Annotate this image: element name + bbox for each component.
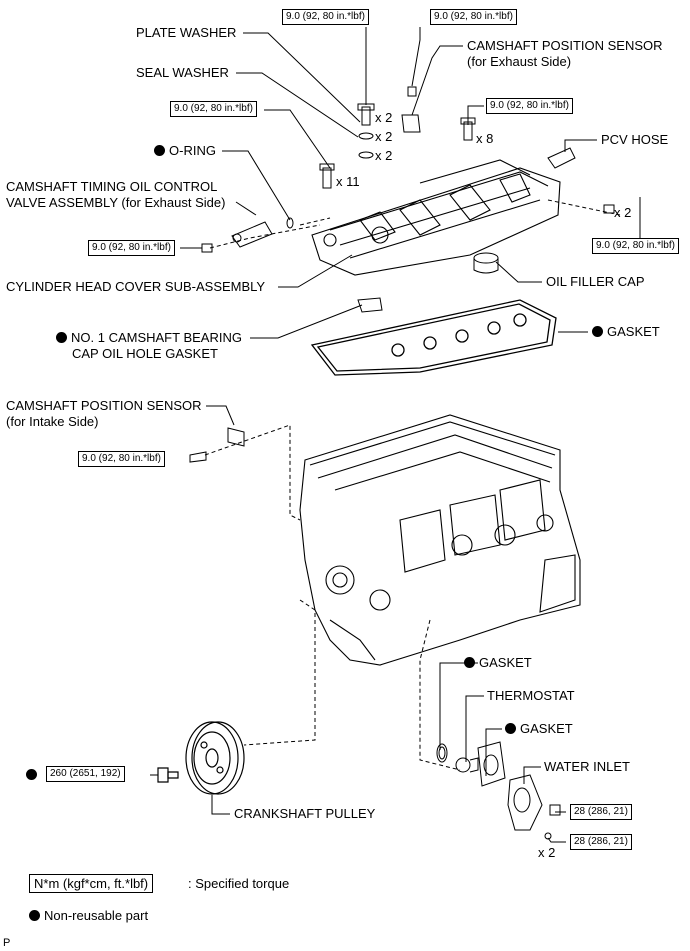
label-cam-sensor-ex-line2: (for Exhaust Side) xyxy=(467,54,572,69)
crank-pulley-drawing xyxy=(157,721,245,795)
label-seal-washer: SEAL WASHER xyxy=(136,65,229,80)
leader-water-inlet-nuts xyxy=(547,837,566,843)
label-o-ring-text: O-RING xyxy=(169,143,216,158)
cam-sensor-in-drawing xyxy=(189,427,245,463)
legend-torque-unit: N*m (kgf*cm, ft.*lbf) xyxy=(29,874,154,893)
count-cover-nuts: x 2 xyxy=(614,205,632,220)
cover-gasket-drawing xyxy=(310,299,557,376)
label-gasket-top-text: GASKET xyxy=(479,655,532,670)
cylinder-head-cover xyxy=(311,159,561,276)
leader-gasket-top xyxy=(439,662,478,750)
label-bearing-gasket-text: NO. 1 CAMSHAFT BEARING xyxy=(71,330,242,345)
label-bearing-gasket-line1: NO. 1 CAMSHAFT BEARING xyxy=(56,330,242,346)
label-pcv-hose: PCV HOSE xyxy=(601,132,669,147)
leader-x8-torque xyxy=(467,105,484,125)
torque-water-inlet-nuts: 28 (286, 21) xyxy=(570,834,632,850)
pcv-hose-drawing xyxy=(547,147,576,169)
torque-ocv-bolt: 9.0 (92, 80 in.*lbf) xyxy=(88,240,175,256)
o-ring-drawing xyxy=(286,217,294,229)
label-gasket-thermo: GASKET xyxy=(505,721,573,737)
label-gasket-thermo-text: GASKET xyxy=(520,721,573,736)
legend-torque-desc: : Specified torque xyxy=(188,876,290,891)
leader-ocv xyxy=(235,201,257,216)
leader-gasket-thermo xyxy=(485,728,502,776)
leader-cam-sensor-ex-torque xyxy=(411,27,421,87)
label-cam-sensor-ex-line1: CAMSHAFT POSITION SENSOR xyxy=(467,38,663,53)
label-ocv-line1: CAMSHAFT TIMING OIL CONTROL xyxy=(6,179,218,194)
leader-cam-sensor-in xyxy=(206,405,235,426)
label-cylinder-head-cover: CYLINDER HEAD COVER SUB-ASSEMBLY xyxy=(6,279,266,294)
non-reusable-dot-icon xyxy=(505,723,516,734)
torque-crank-pulley-bolt: 260 (2651, 192) xyxy=(46,766,125,782)
label-gasket-cover-text: GASKET xyxy=(607,324,660,339)
non-reusable-dot-icon xyxy=(154,145,165,156)
count-cover-bolts-11: x 11 xyxy=(336,174,360,189)
legend-non-reusable: Non-reusable part xyxy=(29,908,148,924)
leader-crank-pulley xyxy=(211,795,230,815)
label-ocv-line2: VALVE ASSEMBLY (for Exhaust Side) xyxy=(6,195,226,210)
torque-cover-bolts-x11: 9.0 (92, 80 in.*lbf) xyxy=(170,101,257,117)
thermostat-group-drawing xyxy=(436,741,561,840)
torque-cover-bolts-x8: 9.0 (92, 80 in.*lbf) xyxy=(486,98,573,114)
leader-thermostat xyxy=(465,695,484,762)
label-water-inlet: WATER INLET xyxy=(544,759,630,774)
leader-water-inlet xyxy=(523,766,541,784)
label-bearing-gasket-line2: CAP OIL HOLE GASKET xyxy=(72,346,218,361)
count-plate-washer: x 2 xyxy=(375,110,393,125)
count-seal-washer-a: x 2 xyxy=(375,129,393,144)
leader-pcv xyxy=(564,139,597,152)
bearing-cap-gasket-drawing xyxy=(357,297,383,313)
torque-water-inlet-bolt: 28 (286, 21) xyxy=(570,804,632,820)
torque-cover-nuts: 9.0 (92, 80 in.*lbf) xyxy=(592,238,679,254)
non-reusable-dot-icon xyxy=(592,326,603,337)
bolts-top xyxy=(201,86,615,253)
count-water-inlet-nuts: x 2 xyxy=(538,845,556,860)
non-reusable-dot-icon xyxy=(29,910,40,921)
leader-bearing-gasket xyxy=(250,304,363,339)
leader-head-cover xyxy=(278,254,353,288)
non-reusable-dot-icon xyxy=(464,657,475,668)
label-cam-sensor-in-line2: (for Intake Side) xyxy=(6,414,99,429)
non-reusable-dot-icon xyxy=(26,769,37,780)
torque-cam-sensor-ex: 9.0 (92, 80 in.*lbf) xyxy=(430,9,517,25)
label-oil-filler-cap: OIL FILLER CAP xyxy=(546,274,645,289)
leader-cam-sensor-ex xyxy=(411,45,463,116)
label-cam-sensor-in-line1: CAMSHAFT POSITION SENSOR xyxy=(6,398,202,413)
label-gasket-cover: GASKET xyxy=(592,324,660,340)
torque-plate-washer-bolt: 9.0 (92, 80 in.*lbf) xyxy=(282,9,369,25)
label-thermostat: THERMOSTAT xyxy=(487,688,575,703)
count-seal-washer-b: x 2 xyxy=(375,148,393,163)
leader-x11-torque xyxy=(264,109,331,169)
oil-filler-cap-drawing xyxy=(473,252,499,274)
leader-plate-washer xyxy=(243,32,361,123)
non-reusable-dot-icon xyxy=(56,332,67,343)
torque-cam-sensor-in: 9.0 (92, 80 in.*lbf) xyxy=(78,451,165,467)
count-cover-bolts-8: x 8 xyxy=(476,131,494,146)
leader-oil-filler xyxy=(495,261,542,283)
label-plate-washer: PLATE WASHER xyxy=(136,25,237,40)
label-gasket-top: GASKET xyxy=(464,655,532,671)
label-crankshaft-pulley: CRANKSHAFT PULLEY xyxy=(234,806,376,821)
leader-o-ring xyxy=(222,150,291,221)
engine-block-drawing xyxy=(299,414,581,666)
ocv-drawing xyxy=(231,221,273,248)
legend-non-reusable-text: Non-reusable part xyxy=(44,908,149,923)
leader-seal-washer xyxy=(236,72,359,138)
label-o-ring: O-RING xyxy=(154,143,216,159)
footer-code: P xyxy=(3,937,11,949)
